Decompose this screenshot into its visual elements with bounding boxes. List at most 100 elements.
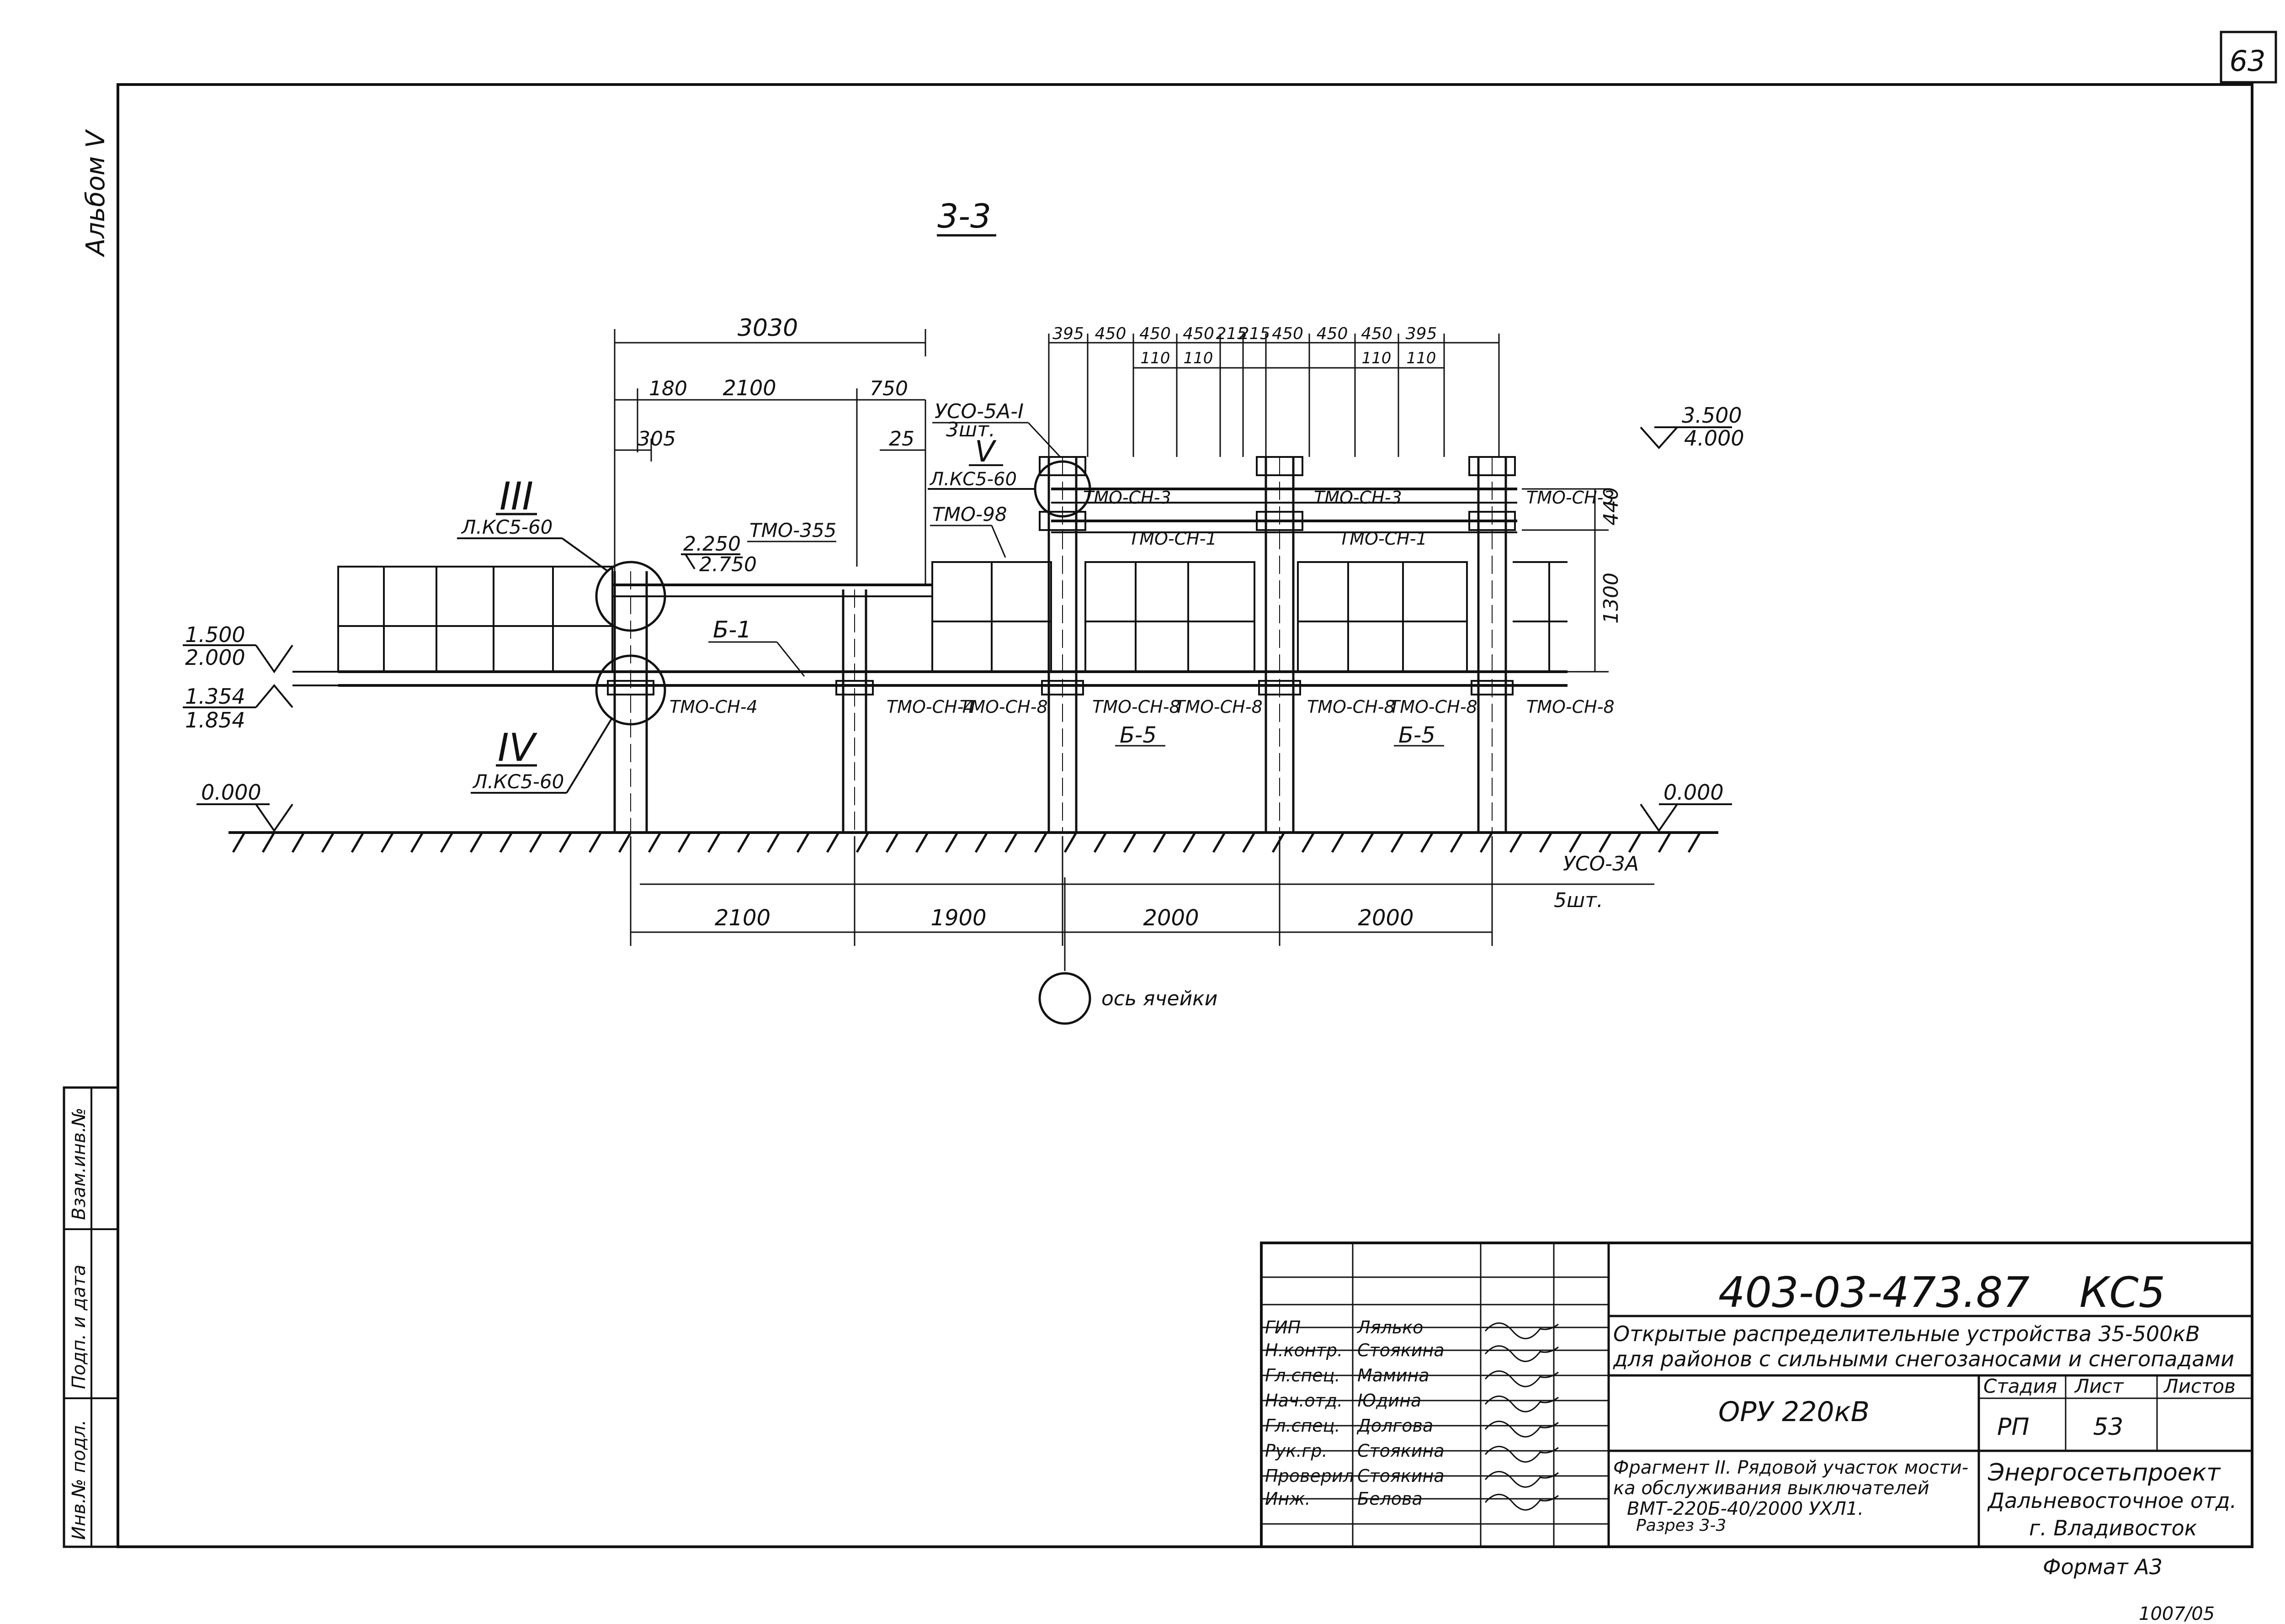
dim-top-chain-8: 450 <box>1361 324 1392 343</box>
label-b5-2: Б-5 <box>1398 722 1435 748</box>
desc-line2: ка обслуживания выключателей <box>1613 1478 1929 1499</box>
label-tmo-ch8-2: ТМО-СН-8 <box>1092 697 1180 717</box>
side-stamp-sign: Подп. и дата <box>69 1265 90 1389</box>
elevation-mid: 2.250 2.750 <box>681 532 757 576</box>
svg-text:1.354: 1.354 <box>185 684 245 709</box>
label-tmo-ch8-6: ТМО-СН-8 <box>1526 697 1615 717</box>
svg-text:1.854: 1.854 <box>185 708 245 732</box>
tb-signature-3 <box>1484 1396 1559 1412</box>
elevation-ground: 0.000 0.000 <box>197 780 1732 833</box>
stage-value: РП <box>1997 1413 2029 1441</box>
tb-name-4: Долгова <box>1356 1416 1433 1436</box>
doc-object: ОРУ 220кВ <box>1718 1396 1870 1428</box>
node-IV-callout: IV Л.КС5-60 <box>471 716 613 794</box>
svg-text:УСО-5А-I: УСО-5А-I <box>935 400 1024 423</box>
dimensions-top-left <box>614 329 926 585</box>
dim-top-chain-5: 215 <box>1239 324 1270 343</box>
elevation-right: 3.500 4.000 <box>1640 403 1744 451</box>
svg-text:V: V <box>975 435 997 469</box>
tb-signature-2 <box>1484 1370 1559 1387</box>
dim-top-chain-9: 395 <box>1406 324 1437 343</box>
org-line3: г. Владивосток <box>2029 1516 2197 1540</box>
dimensions-top-chain <box>1048 334 1500 457</box>
format-label: Формат А3 <box>2043 1555 2163 1579</box>
label-tmo-ch4-2: ТМО-СН-4 <box>887 697 975 717</box>
label-tmo-ch3-3: ТМО-СН-3 <box>1526 488 1615 508</box>
doc-code: 403-03-473.87 <box>1718 1268 2030 1317</box>
ground-line <box>228 831 1718 853</box>
label-tmo-ch8-5: ТМО-СН-8 <box>1389 697 1477 717</box>
svg-text:2.000: 2.000 <box>185 645 245 670</box>
dim-top-chain-1: 450 <box>1095 324 1127 343</box>
pillar-2 <box>835 589 874 833</box>
tb-role-3: Нач.отд. <box>1265 1390 1343 1411</box>
dimension-texts-top-left: 3030 180 2100 750 305 25 <box>638 314 914 451</box>
dim-180: 180 <box>649 377 687 400</box>
elevation-left: 1.500 2.000 1.354 1.854 <box>183 622 338 732</box>
tb-signature-5 <box>1484 1446 1559 1463</box>
section-title: 3-3 <box>937 197 991 235</box>
svg-text:5шт.: 5шт. <box>1554 889 1603 912</box>
axis-circle <box>1038 972 1091 1025</box>
dim-305: 305 <box>638 427 676 451</box>
dim-sub-110-2: 110 <box>1362 349 1392 367</box>
tb-name-3: Юдина <box>1357 1390 1421 1411</box>
tb-name-0: Лялько <box>1356 1317 1423 1337</box>
node-V-callout: V Л.КС5-60 <box>928 435 1035 490</box>
tb-name-2: Мамина <box>1357 1365 1429 1385</box>
svg-text:0.000: 0.000 <box>1663 780 1724 805</box>
stage-head: Стадия <box>1983 1375 2057 1397</box>
tb-signature-4 <box>1484 1421 1559 1438</box>
label-tmo-ch3-2: ТМО-СН-3 <box>1314 488 1402 508</box>
label-tmo-ch8-1: ТМО-СН-8 <box>960 697 1048 717</box>
tb-role-7: Инж. <box>1265 1489 1311 1509</box>
dim-top-chain-6: 450 <box>1272 324 1303 343</box>
tb-name-6: Стоякина <box>1357 1466 1445 1486</box>
svg-text:IV: IV <box>498 725 538 770</box>
dim-top-chain-7: 450 <box>1317 324 1348 343</box>
doc-title-line2: для районов с сильными снегозаносами и с… <box>1613 1347 2234 1371</box>
svg-text:3.500: 3.500 <box>1682 403 1742 428</box>
svg-text:ТМО-98: ТМО-98 <box>932 503 1007 525</box>
tb-role-0: ГИП <box>1265 1317 1301 1337</box>
upper-beam <box>1051 488 1517 533</box>
tb-name-1: Стоякина <box>1357 1340 1445 1360</box>
side-stamp-inv: Инв.№ подл. <box>69 1420 90 1540</box>
dim-bottom-1: 1900 <box>930 905 986 931</box>
doc-mark: КС5 <box>2079 1268 2165 1317</box>
side-stamp: Инв.№ подл. Подп. и дата Взам.инв.№ <box>63 1086 119 1548</box>
tb-signature-7 <box>1484 1494 1559 1511</box>
svg-text:0.000: 0.000 <box>201 780 261 805</box>
tb-role-5: Рук.гр. <box>1265 1441 1328 1461</box>
dim-bottom-3: 2000 <box>1358 905 1414 931</box>
tb-name-7: Белова <box>1357 1489 1423 1509</box>
svg-text:Б-1: Б-1 <box>713 616 751 643</box>
tb-role-6: Проверил <box>1265 1466 1354 1486</box>
label-tmo355: ТМО-355 <box>747 519 836 542</box>
walkway-beam <box>338 562 1568 687</box>
pillar-1 <box>607 571 654 833</box>
tb-signature-0 <box>1484 1322 1559 1339</box>
dim-3030: 3030 <box>738 314 798 342</box>
label-tmo-ch3-1: ТМО-СН-3 <box>1083 488 1171 508</box>
desc-line1: Фрагмент II. Рядовой участок мости- <box>1613 1457 1968 1478</box>
svg-text:4.000: 4.000 <box>1684 426 1744 451</box>
dim-1300: 1300 <box>1600 573 1623 624</box>
svg-text:ТМО-355: ТМО-355 <box>749 519 836 541</box>
desc-line4: Разрез 3-3 <box>1636 1516 1726 1535</box>
label-uso5a: УСО-5А-I 3шт. <box>932 400 1061 458</box>
dim-sub-110-0: 110 <box>1141 349 1170 367</box>
dim-sub-110-3: 110 <box>1407 349 1436 367</box>
desc-line3: ВМТ-220Б-40/2000 УХЛ1. <box>1627 1498 1864 1519</box>
node-III-callout: III Л.КС5-60 <box>457 474 609 572</box>
page-number: 63 <box>2230 44 2266 78</box>
album-label: Альбом V <box>81 129 111 257</box>
svg-text:Л.КС5-60: Л.КС5-60 <box>472 770 564 793</box>
dim-bottom-0: 2100 <box>715 905 771 931</box>
label-tmo-ch1-1: ТМО-СН-1 <box>1129 529 1217 549</box>
axis-label: ось ячейки <box>1101 987 1217 1010</box>
pillar-5 <box>1468 456 1516 833</box>
svg-text:1.500: 1.500 <box>185 622 245 647</box>
svg-text:Л.КС5-60: Л.КС5-60 <box>929 469 1017 490</box>
